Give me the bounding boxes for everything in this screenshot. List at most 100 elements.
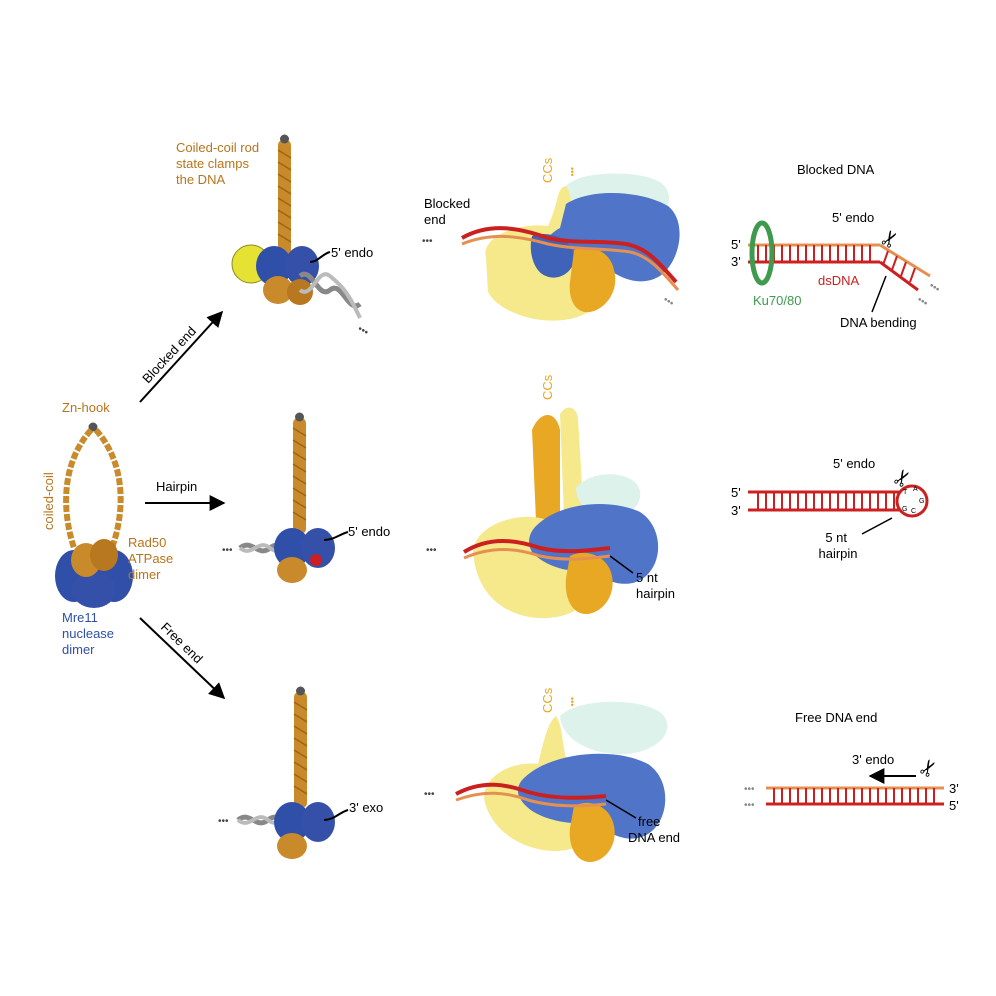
zn-hook-icon bbox=[295, 412, 304, 422]
row2-schematic: 5' endo ✂ 5' 3' T A G C G 5 nt hairpin bbox=[731, 456, 929, 561]
label-pointer bbox=[323, 531, 349, 541]
ellipsis: ••• bbox=[915, 294, 930, 309]
ku70-80-label: Ku70/80 bbox=[753, 293, 801, 308]
rod-twist bbox=[292, 427, 307, 521]
mre11-subunit bbox=[72, 572, 116, 608]
ellipsis: ••• bbox=[744, 784, 755, 795]
loop-base: G bbox=[919, 498, 924, 505]
mre11-subunit bbox=[256, 246, 292, 286]
rod-state-title: Coiled-coil rod state clamps the DNA bbox=[176, 140, 263, 187]
dna-duplex bbox=[461, 235, 680, 291]
hairpin-loop bbox=[895, 484, 929, 518]
label-pointer bbox=[309, 251, 331, 263]
ellipsis: ••• bbox=[661, 294, 676, 309]
ellipsis: ••• bbox=[218, 816, 229, 827]
rad50-atpase-head bbox=[263, 276, 293, 304]
hairpin-structure-label: 5 nt hairpin bbox=[636, 570, 675, 601]
ccs-label: CCs bbox=[540, 687, 555, 713]
endo-label: 5' endo bbox=[833, 456, 875, 471]
blue-density bbox=[529, 503, 659, 584]
zn-hook-label: Zn-hook bbox=[62, 400, 110, 415]
free-dna-end-title: Free DNA end bbox=[795, 710, 877, 725]
row3-structure: CCs ••• ••• free DNA end bbox=[424, 687, 680, 862]
rod-twist bbox=[293, 701, 308, 795]
rad50-atpase-head bbox=[277, 557, 307, 583]
mre11-subunit bbox=[301, 802, 335, 842]
row2-structure: CCs ••• 5 nt hairpin bbox=[426, 374, 675, 619]
arrow-blocked-end bbox=[139, 310, 224, 403]
blue-density bbox=[530, 234, 575, 278]
five-prime-label: 5' bbox=[949, 798, 959, 813]
three-prime-label: 3' bbox=[731, 254, 741, 269]
free-end-pointer bbox=[605, 799, 637, 819]
blocked-end-label: Blocked end bbox=[424, 196, 474, 227]
ellipsis: ••• bbox=[356, 324, 371, 339]
dsdna-label: dsDNA bbox=[818, 273, 860, 288]
endo-label: 5' endo bbox=[832, 210, 874, 225]
coiled-coil-right-arm bbox=[93, 427, 124, 549]
bent-rungs bbox=[882, 250, 916, 283]
hairpin-pointer bbox=[861, 517, 893, 535]
hairpin-end-icon bbox=[310, 554, 322, 566]
row2-cartoon: ••• 5' endo bbox=[222, 412, 390, 583]
row1-cartoon: Coiled-coil rod state clamps the DNA •••… bbox=[176, 134, 373, 339]
gold-density bbox=[569, 247, 616, 313]
label-pointer bbox=[323, 809, 349, 821]
hairpin-pointer bbox=[609, 555, 634, 574]
pathway-arrows: Blocked end Hairpin Free end bbox=[139, 310, 226, 700]
mre11-subunit bbox=[274, 802, 310, 842]
three-prime-label: 3' bbox=[731, 503, 741, 518]
loop-base: A bbox=[913, 486, 918, 493]
ellipsis: ••• bbox=[426, 545, 437, 556]
ccs-label: CCs bbox=[540, 374, 555, 400]
ellipsis: ••• bbox=[424, 789, 435, 800]
loop-base: G bbox=[902, 506, 907, 513]
endo-label: 3' endo bbox=[852, 752, 894, 767]
dna-duplex bbox=[455, 791, 607, 808]
row3-cartoon-exo-label: 3' exo bbox=[349, 800, 383, 815]
row1-structure: CCs ••• Blocked end ••• ••• bbox=[422, 157, 680, 321]
zn-hook-icon bbox=[88, 422, 98, 432]
base-pair-rungs bbox=[757, 245, 871, 262]
five-prime-label: 5' bbox=[731, 485, 741, 500]
bending-pointer bbox=[871, 275, 887, 313]
mr-complex-open: Zn-hook coiled-coil Rad50 ATPase dimer M… bbox=[41, 400, 177, 657]
free-end-structure-label: free DNA end bbox=[628, 814, 680, 845]
ellipsis: ••• bbox=[744, 800, 755, 811]
ccs-dots: ••• bbox=[567, 167, 577, 176]
zn-hook-icon bbox=[280, 134, 289, 144]
coiled-coil-left-arm bbox=[63, 427, 94, 549]
rad50-atpase-head bbox=[90, 539, 118, 571]
coiled-coil-label: coiled-coil bbox=[41, 472, 56, 530]
ellipsis: ••• bbox=[422, 236, 433, 247]
dna-helix bbox=[298, 272, 362, 319]
ccs-dots: ••• bbox=[567, 697, 577, 706]
arrow-hairpin-label: Hairpin bbox=[156, 479, 197, 494]
mint-density bbox=[560, 701, 668, 755]
dna-duplex bbox=[461, 226, 678, 284]
arrow-blocked-end-label: Blocked end bbox=[139, 323, 199, 386]
gold-coiled-coil-density bbox=[532, 415, 560, 528]
row3-cartoon: ••• 3' exo bbox=[218, 686, 383, 859]
scissors-icon: ✂ bbox=[875, 225, 906, 253]
arrow-free-end bbox=[139, 617, 226, 700]
base-pair-rungs bbox=[757, 492, 895, 510]
loop-base: C bbox=[911, 508, 916, 515]
gold-density bbox=[569, 802, 615, 862]
three-prime-label: 3' bbox=[949, 781, 959, 796]
loop-base: T bbox=[903, 489, 908, 496]
bent-strand-bottom bbox=[879, 260, 919, 292]
scissors-icon: ✂ bbox=[913, 754, 944, 782]
mre11-label: Mre11 nuclease dimer bbox=[62, 610, 118, 657]
ellipsis: ••• bbox=[222, 545, 233, 556]
row1-schematic: Blocked DNA 5' endo ✂ 5' 3' ••• ••• dsDN… bbox=[731, 162, 942, 330]
dna-duplex bbox=[455, 782, 607, 800]
dna-duplex bbox=[462, 539, 611, 554]
bent-strand-top bbox=[879, 243, 931, 278]
rad50-label: Rad50 ATPase dimer bbox=[128, 535, 177, 582]
hairpin-schematic-label: 5 nt hairpin bbox=[818, 530, 857, 561]
row1-cartoon-endo-label: 5' endo bbox=[331, 245, 373, 260]
ku70-80-ring bbox=[749, 220, 775, 286]
zn-hook-icon bbox=[296, 686, 305, 696]
